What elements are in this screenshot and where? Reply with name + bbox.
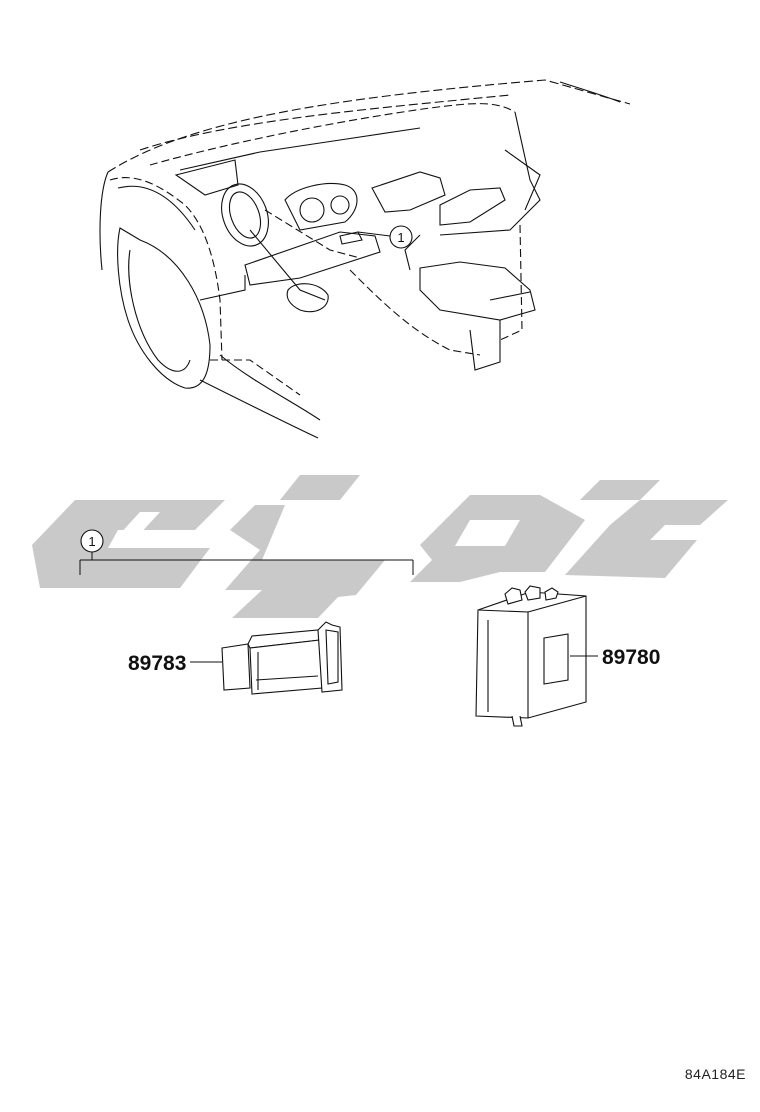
ecu-module-icon — [475, 585, 587, 727]
part-number-89780: 89780 — [602, 646, 660, 669]
immobiliser-coil-amplifier-icon — [221, 621, 343, 695]
watermark-logo-icon — [32, 475, 728, 618]
vehicle-callout-1: 1 — [357, 225, 413, 249]
part-number-89783: 89783 — [128, 652, 186, 675]
vehicle-callout-number: 1 — [397, 230, 404, 245]
assembly-callout-1: 1 — [80, 529, 104, 553]
assembly-bracket — [79, 552, 414, 575]
illustration-code: 84A184E — [684, 1066, 746, 1082]
assembly-callout-number: 1 — [88, 534, 95, 549]
vehicle-dashboard-illustration — [99, 79, 631, 439]
